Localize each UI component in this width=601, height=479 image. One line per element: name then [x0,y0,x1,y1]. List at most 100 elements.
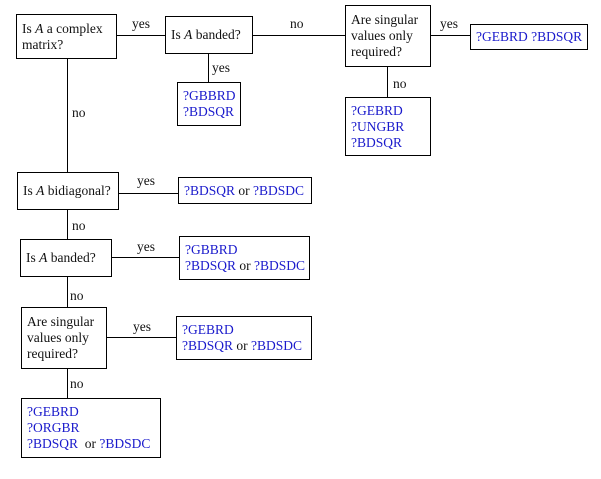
routine-name: ?BDSDC [99,436,151,451]
box-line: Is A banded? [171,27,247,43]
box-line: values only [351,28,425,44]
box-line: ?BDSQR or ?BDSDC [185,258,306,274]
text: banded? [192,27,241,42]
text: or [78,436,100,451]
routine-name: ?BDSDC [254,258,306,273]
routine-name: ?ORGBR [27,420,80,435]
routine-name: ?BDSDC [253,182,305,198]
text: Is [26,250,40,265]
routine-name: ?BDSQR [182,338,234,353]
matrix-variable: A [184,27,193,42]
text: Is [171,27,185,42]
edge-label-yes: yes [212,60,230,75]
routine-name: ?UNGBR [351,118,405,134]
matrix-variable: A [39,250,48,265]
connector-q9-r10 [112,257,179,258]
routine-name: ?GEBRD [182,322,234,337]
routine-box-r12: ?GEBRD?BDSQR or ?BDSDC [176,316,312,360]
connector-q7-q9 [67,210,68,239]
text: or [235,182,254,198]
routine-box-r4: ?GEBRD ?BDSQR [470,24,588,50]
matrix-variable: A [36,183,45,198]
box-line: Is A a complex [22,21,111,37]
routine-name: ?BDSQR [351,134,403,150]
connector-q1-q7 [67,59,68,172]
box-line: ?GEBRD [27,404,155,420]
edge-label-no: no [72,218,86,233]
connector-q3-r4 [431,35,470,36]
connector-q1-q2 [117,35,165,36]
box-line: ?GEBRD [351,103,425,119]
box-line: ?GBBRD [183,88,236,104]
box-line: required? [27,346,101,362]
connector-q11-r12 [107,337,176,338]
edge-label-no: no [290,16,304,31]
routine-name: ?BDSQR [27,436,79,451]
decision-box-q7: Is A bidiagonal? [17,172,119,210]
routine-box-r6: ?GEBRD?UNGBR?BDSQR [345,97,431,156]
text: required? [27,346,78,361]
routine-name: ?BDSQR [184,182,236,198]
connector-q2-r5 [208,54,209,82]
edge-label-no: no [70,376,84,391]
text: bidiagonal? [44,183,111,198]
box-line: Are singular [351,12,425,28]
text: Are singular [351,12,419,27]
connector-q3-r6 [387,67,388,97]
text: Are singular [27,314,95,329]
box-line: required? [351,44,425,60]
routine-name: ?BDSDC [251,338,303,353]
edge-label-no: no [70,288,84,303]
box-line: ?BDSQR or ?BDSDC [27,436,155,452]
box-line: ?UNGBR [351,119,425,135]
edge-label-yes: yes [133,319,151,334]
routine-name: ?BDSQR [183,104,235,119]
box-line: ?BDSQR or ?BDSDC [184,183,306,199]
text: required? [351,44,402,59]
box-line: values only [27,330,101,346]
box-line: matrix? [22,37,111,53]
edge-label-yes: yes [440,16,458,31]
box-line: ?ORGBR [27,420,155,436]
routine-box-r13: ?GEBRD?ORGBR?BDSQR or ?BDSDC [21,398,161,458]
box-line: Is A bidiagonal? [23,183,113,199]
box-line: ?BDSQR [183,104,235,120]
edge-label-yes: yes [137,239,155,254]
matrix-variable: A [35,20,44,36]
routine-name: ?GEBRD ?BDSQR [476,29,583,44]
text: or [236,258,255,273]
routine-name: ?GBBRD [183,88,236,103]
box-line: ?GEBRD ?BDSQR [476,29,582,45]
decision-box-q9: Is A banded? [20,239,112,277]
text: or [233,338,252,353]
text: banded? [47,250,96,265]
connector-q7-r8 [119,193,178,194]
routine-box-r10: ?GBBRD?BDSQR or ?BDSDC [179,236,310,280]
edge-label-no: no [72,105,86,120]
text: matrix? [22,36,64,52]
box-line: ?GEBRD [182,322,306,338]
edge-label-yes: yes [132,16,150,31]
text: values only [351,28,413,43]
text: values only [27,330,89,345]
routine-name: ?BDSQR [185,258,237,273]
box-line: ?GBBRD [185,242,304,258]
box-line: Is A banded? [26,250,106,266]
connector-q2-q3 [253,35,345,36]
routine-box-r8: ?BDSQR or ?BDSDC [178,177,312,204]
edge-label-yes: yes [137,173,155,188]
routine-name: ?GBBRD [185,242,238,257]
box-line: ?BDSQR or ?BDSDC [182,338,306,354]
text: Is [22,20,36,36]
text: Is [23,183,37,198]
edge-label-no: no [393,76,407,91]
routine-box-r5: ?GBBRD?BDSQR [177,82,241,126]
decision-box-q2: Is A banded? [165,16,253,54]
connector-q11-r13 [67,369,68,398]
box-line: Are singular [27,314,101,330]
box-line: ?BDSQR [351,135,425,151]
routine-name: ?GEBRD [27,404,79,419]
